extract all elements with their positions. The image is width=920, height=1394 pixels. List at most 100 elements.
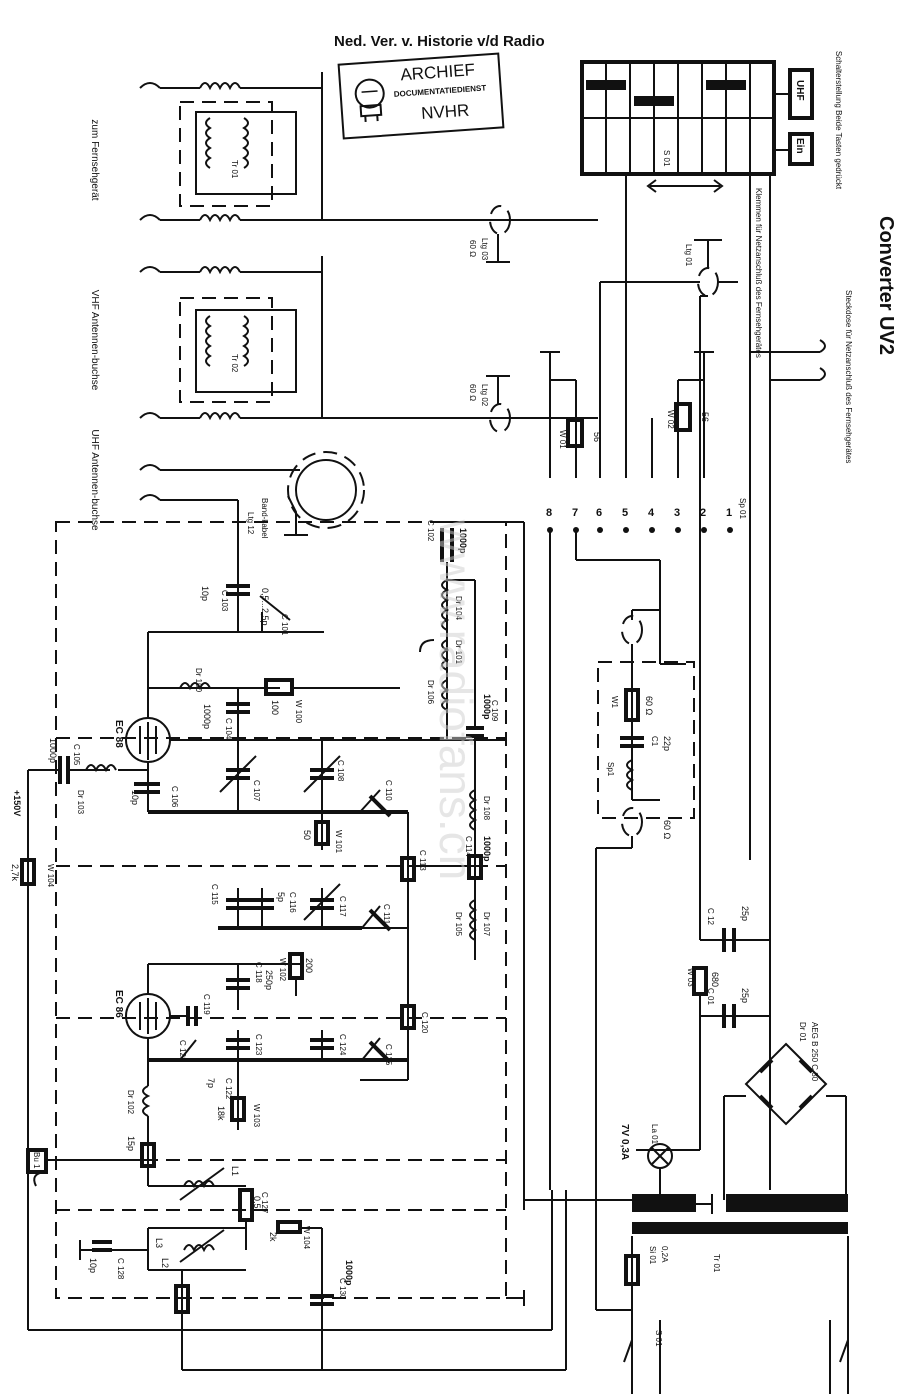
c126-value: 15p (126, 1136, 136, 1151)
c108-label: C 108 (336, 760, 345, 782)
w101-label: W 101 (334, 830, 343, 854)
c118-value: 250p (264, 970, 274, 990)
ltg12-label: Ltg 12 (246, 512, 255, 535)
archive-header: Ned. Ver. v. Historie v/d Radio (334, 33, 545, 50)
c1-label: C1 (650, 736, 659, 747)
w103-label: W 103 (252, 1104, 261, 1128)
uhf-chokes (419, 579, 484, 738)
c102-label: C 102 (426, 520, 435, 542)
c101-label: C 101 (280, 614, 289, 636)
w104-label: W 104 (302, 1226, 311, 1250)
dr108-label: Dr 108 (482, 796, 491, 821)
dr100-label: Dr 100 (194, 668, 203, 693)
uhf-input (139, 451, 365, 632)
c103-label: C 103 (220, 590, 229, 612)
switch-row-6: 6 (596, 507, 602, 519)
switch-row-3: 3 (674, 507, 680, 519)
tuning-caps-upper (134, 740, 341, 812)
c128-label: C 128 (116, 1258, 125, 1280)
c104-label: C 104 (224, 718, 233, 740)
switch-s01-box (580, 60, 814, 193)
trap-circuit (595, 560, 695, 1310)
c121-label: C 121 (178, 1040, 187, 1062)
l1-label: L1 (230, 1166, 240, 1176)
l3-label: L3 (154, 1238, 164, 1248)
mixer-coupling (314, 736, 483, 1080)
l2-label: L2 (160, 1258, 170, 1268)
c122-label: C 122 (224, 1078, 233, 1100)
w102-value: 200 (304, 958, 314, 973)
c113-label: C 113 (418, 850, 427, 871)
ec86-area (125, 952, 416, 1081)
c114-label: C 114 (464, 836, 473, 857)
ec88-anode-network (148, 678, 400, 740)
c116-label: C 116 (288, 892, 297, 913)
switch-row-8: 8 (546, 507, 552, 519)
w1-value: 60 Ω (644, 696, 654, 716)
c106-label: C 106 (170, 786, 179, 808)
switch-row-4: 4 (648, 507, 655, 519)
tr01-mains-label: Tr 01 (712, 1254, 721, 1273)
coax-ltg01 (600, 239, 738, 940)
c111-label: C 111 (382, 904, 391, 925)
switch-s01-label: S 01 (662, 150, 671, 167)
w104b-value: 2,7k (10, 864, 20, 882)
c107-label: C 107 (252, 780, 261, 802)
c127-value: 0,5 (252, 1196, 262, 1209)
switch-row-1: 1 (726, 507, 732, 519)
dr107-label: Dr 107 (482, 912, 491, 937)
ltg01-label: Ltg 01 (684, 244, 693, 267)
w101-value: 50 (302, 830, 312, 840)
c116-value: 5p (276, 892, 286, 902)
switch-row-7: 7 (572, 507, 578, 519)
c1-value: 22p (662, 736, 672, 751)
diagram-title: Converter UV2 (875, 216, 897, 355)
uhf-input-label: UHF Antennen-buchse (89, 429, 100, 531)
tr01-label: Tr 01 (230, 160, 239, 179)
c128-value: 10p (88, 1258, 98, 1273)
dr01-label: Dr 01 (798, 1022, 807, 1042)
switch-row-2: 2 (700, 507, 706, 519)
c12-value: 25p (740, 906, 750, 921)
tuning-caps-middle (218, 883, 408, 932)
w01-value: 56 (592, 432, 602, 442)
c122-value: 7p (206, 1078, 216, 1088)
switch-note-label: Schalterstellung Beide Tasten gedrückt (834, 51, 843, 190)
w1-label: W1 (610, 696, 619, 709)
lamp-label: La 01 (650, 1124, 659, 1145)
dr103-label: Dr 103 (76, 790, 85, 815)
ec86-label: EC 86 (113, 990, 124, 1018)
c103-value: 10p (200, 586, 210, 601)
sp01-label: Sp 01 (738, 498, 747, 519)
switch-row-5: 5 (622, 507, 628, 519)
tube-logo-icon (354, 78, 385, 122)
ltg03-label: Ltg 03 (480, 238, 489, 261)
c101-value: 0,5...2,5p (260, 588, 270, 626)
clamp-note-label: Klemmen für Netzanschluß des Fernsehgerä… (754, 188, 763, 358)
r100-value: 100 (270, 700, 280, 715)
w104b-label: W 104 (46, 864, 55, 888)
lamp-value: 7V 0,3A (619, 1124, 630, 1160)
w02-label: W 02 (666, 410, 675, 429)
switch-contact-column (540, 174, 733, 1190)
w03-value: 680 (710, 972, 720, 987)
dr105-label: Dr 105 (454, 912, 463, 937)
w03-label: W 03 (686, 968, 695, 987)
socket-note-label: Steckdose für Netzanschluß des Fernsehge… (844, 290, 853, 463)
w100-label: W 100 (294, 700, 303, 724)
s01-mains-label: S 01 (654, 1330, 663, 1347)
c109-label: C 109 (490, 700, 499, 722)
supply-150v-label: +150V (12, 790, 22, 816)
c119-label: C 119 (202, 994, 211, 1015)
ec88-tube (125, 690, 506, 814)
c109-value: 1000p (482, 694, 492, 720)
tr02-label: Tr 02 (230, 354, 239, 373)
mains-lines (749, 174, 826, 1190)
sp1-label: Sp1 (606, 762, 615, 777)
tv-output-label: zum Fernsehgerät (89, 119, 100, 200)
z60-d-label: 60 Ω (662, 820, 672, 840)
coax-ltg03 (486, 205, 598, 263)
c127-label: C 127 (260, 1192, 269, 1214)
c123-label: C 123 (254, 1034, 263, 1056)
